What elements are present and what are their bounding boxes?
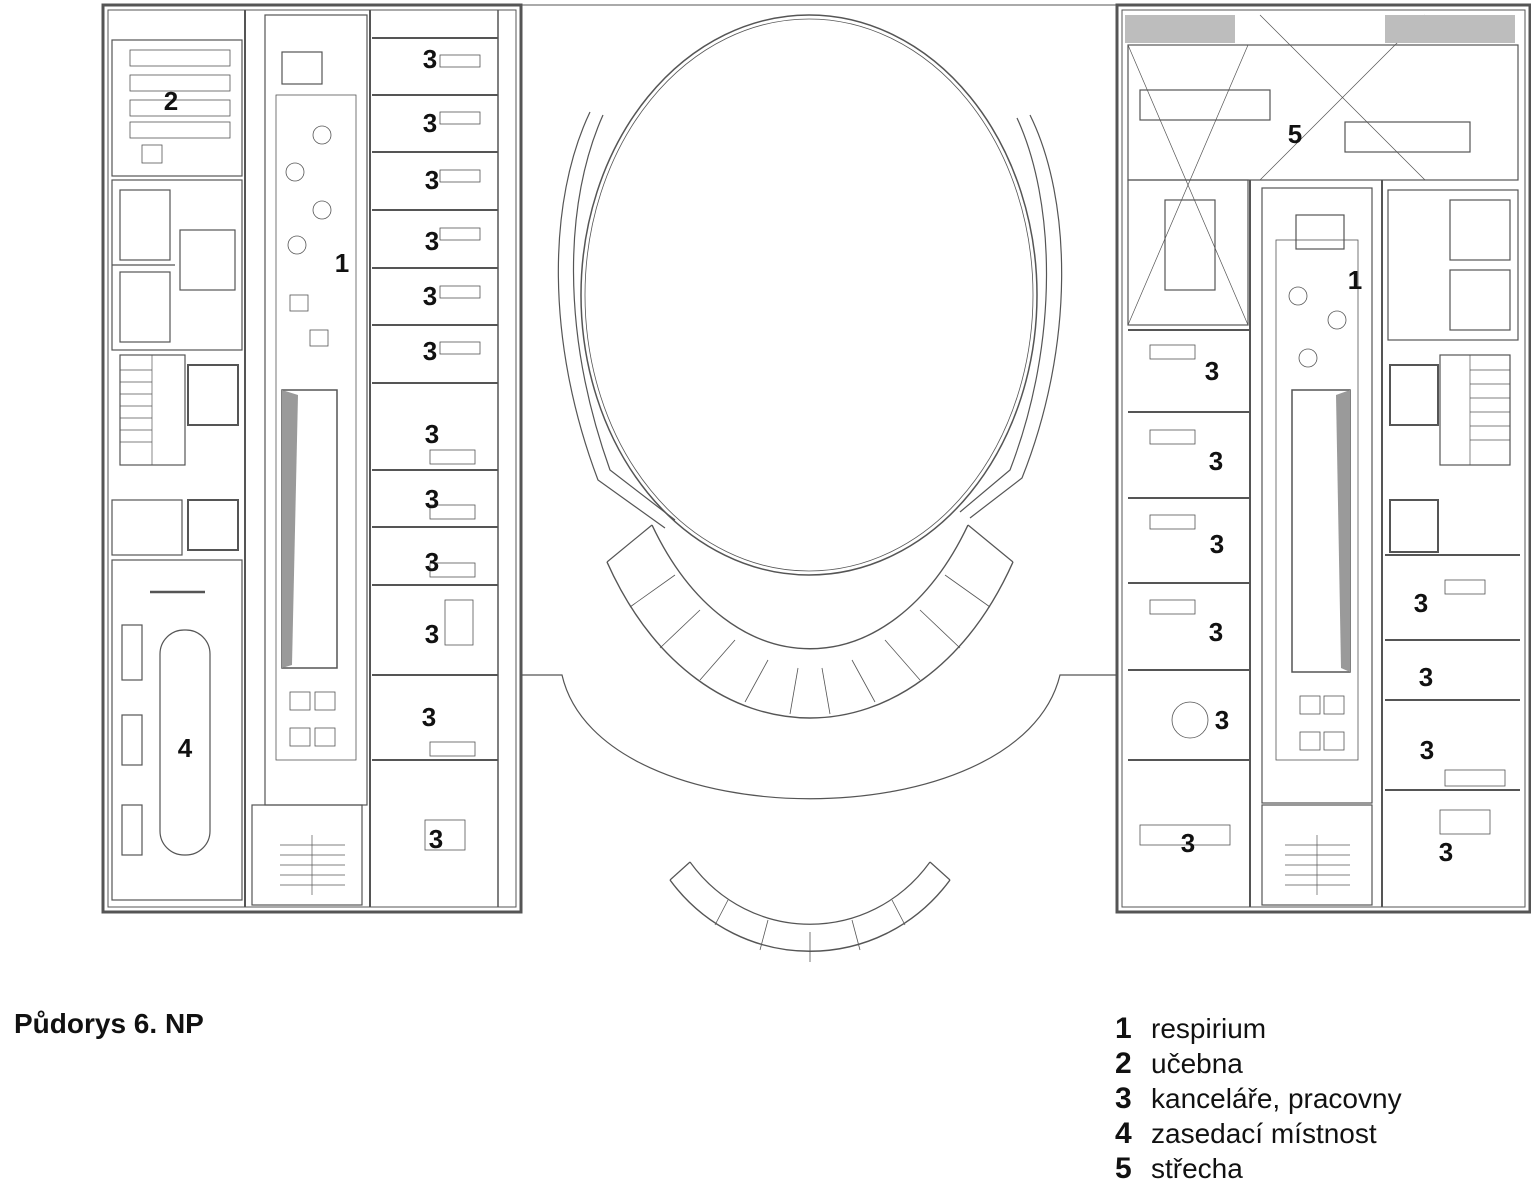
room-label-office: 3	[425, 419, 439, 449]
legend-item: 1 respirium	[1115, 1012, 1402, 1047]
legend-label: respirium	[1151, 1013, 1267, 1044]
room-label-respirium-right: 1	[1348, 265, 1362, 295]
room-label-office: 3	[423, 281, 437, 311]
room-label-office: 3	[425, 484, 439, 514]
room-label-office: 3	[423, 108, 437, 138]
legend-item: 2 učebna	[1115, 1047, 1402, 1082]
room-label-meeting: 4	[178, 733, 193, 763]
legend-number: 5	[1115, 1152, 1132, 1185]
room-label-office: 3	[1419, 662, 1433, 692]
room-label-office: 3	[1205, 356, 1219, 386]
legend-label: zasedací místnost	[1151, 1118, 1377, 1149]
legend-item: 4 zasedací místnost	[1115, 1117, 1402, 1152]
room-label-classroom: 2	[164, 86, 178, 116]
room-label-office: 3	[1210, 529, 1224, 559]
legend-label: střecha	[1151, 1153, 1243, 1184]
room-label-office: 3	[1209, 617, 1223, 647]
drawing-title: Půdorys 6. NP	[14, 1008, 204, 1039]
legend-number: 2	[1115, 1047, 1132, 1080]
legend: 1 respirium 2 učebna 3 kanceláře, pracov…	[1115, 1012, 1402, 1187]
room-label-office: 3	[423, 44, 437, 74]
legend-item: 3 kanceláře, pracovny	[1115, 1082, 1402, 1117]
room-label-office: 3	[1215, 705, 1229, 735]
legend-item: 5 střecha	[1115, 1152, 1402, 1187]
room-label-office: 3	[425, 547, 439, 577]
room-label-office: 3	[429, 824, 443, 854]
room-label-office: 3	[1209, 446, 1223, 476]
room-labels: 1 2 4 3 3 3 3 3 3 3 3 3 3 3 3 5 1 3 3 3 …	[164, 44, 1453, 867]
room-label-office: 3	[1439, 837, 1453, 867]
legend-label: kanceláře, pracovny	[1151, 1083, 1402, 1114]
room-label-office: 3	[423, 336, 437, 366]
legend-number: 3	[1115, 1082, 1132, 1115]
central-oval	[521, 4, 1117, 962]
left-wing	[101, 3, 523, 914]
room-label-respirium-left: 1	[335, 248, 349, 278]
room-label-office: 3	[1414, 588, 1428, 618]
room-label-office: 3	[425, 619, 439, 649]
legend-number: 4	[1115, 1117, 1132, 1150]
legend-number: 1	[1115, 1012, 1132, 1045]
room-label-office: 3	[1420, 735, 1434, 765]
right-wing	[1115, 3, 1531, 914]
room-label-office: 3	[1181, 828, 1195, 858]
legend-label: učebna	[1151, 1048, 1243, 1079]
room-label-roof: 5	[1288, 119, 1302, 149]
room-label-office: 3	[422, 702, 436, 732]
room-label-office: 3	[425, 165, 439, 195]
room-label-office: 3	[425, 226, 439, 256]
